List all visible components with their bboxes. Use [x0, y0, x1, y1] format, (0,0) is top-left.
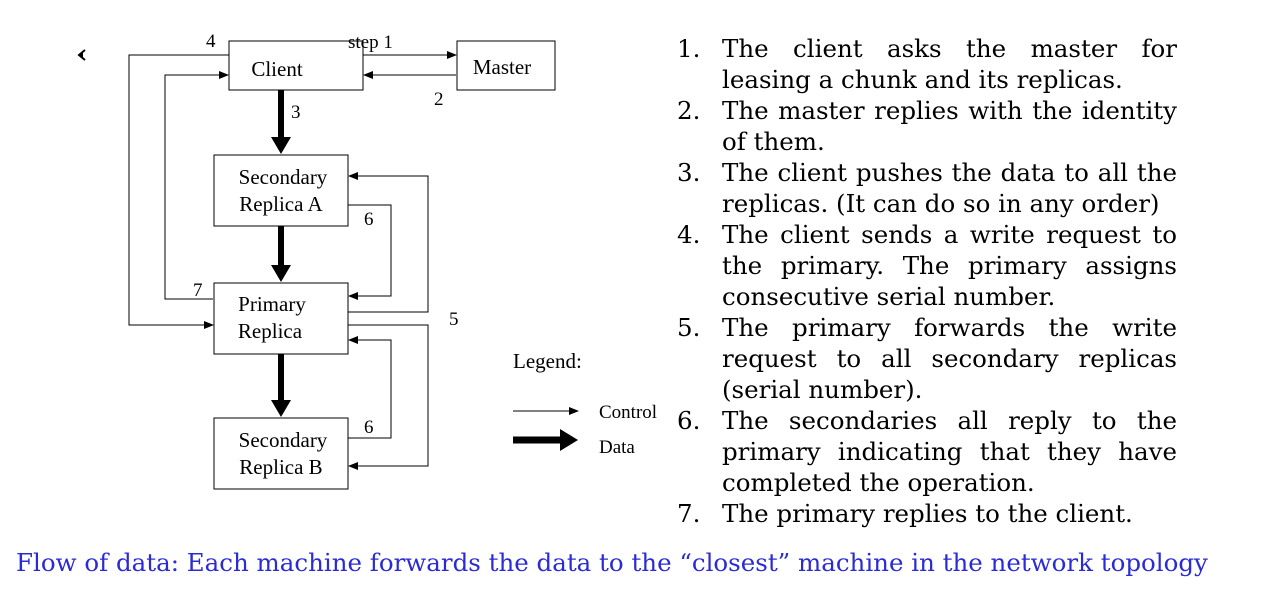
master-label: Master	[473, 55, 531, 79]
step-number: 1.	[677, 34, 701, 63]
gfs-write-flow-diagram: Client Master Secondary Replica A Primar…	[77, 31, 657, 490]
secondary-replica-b-node: Secondary Replica B	[213, 417, 349, 490]
step-number: 5.	[677, 313, 701, 342]
master-node: Master	[456, 40, 556, 91]
step6b-label: 6	[364, 417, 374, 438]
step-item: 5. The primary forwards the write request…	[672, 312, 1177, 405]
step-item: 2. The master replies with the identity o…	[672, 95, 1177, 157]
step3-label: 3	[291, 102, 301, 123]
secondary-a-label-line1: Secondary	[239, 165, 328, 189]
data-arrow-client-to-secondary-a	[271, 90, 291, 154]
primary-replica-node: Primary Replica	[213, 282, 349, 355]
control-arrow-step5	[348, 172, 429, 470]
step-number: 7.	[677, 499, 701, 528]
legend-control-label: Control	[599, 402, 657, 423]
step-number: 6.	[677, 406, 701, 435]
step5-label: 5	[449, 309, 459, 330]
control-arrow-step4	[128, 54, 229, 329]
step-text: The client sends a write request to the …	[722, 220, 1177, 311]
step4-label: 4	[206, 31, 216, 52]
step-text: The primary replies to the client.	[722, 499, 1133, 528]
step-item: 6. The secondaries all reply to the prima…	[672, 405, 1177, 498]
secondary-b-label-line2: Replica B	[239, 455, 322, 479]
secondary-replica-a-node: Secondary Replica A	[213, 154, 349, 227]
step2-label: 2	[434, 89, 444, 110]
client-label: Client	[251, 57, 302, 81]
legend-data-arrow-head	[560, 429, 578, 451]
primary-label-line2: Replica	[238, 319, 303, 343]
step6a-label: 6	[364, 209, 374, 230]
secondary-a-label-line2: Replica A	[239, 192, 323, 216]
primary-label-line1: Primary	[238, 292, 306, 316]
step1-label: step 1	[348, 32, 393, 53]
step-item: 1. The client asks the master for leasing…	[672, 33, 1177, 95]
back-arrow-icon	[77, 49, 86, 61]
legend-title: Legend:	[513, 349, 582, 373]
step-text: The master replies with the identity of …	[722, 96, 1177, 156]
step-number: 3.	[677, 158, 701, 187]
steps-list: 1. The client asks the master for leasing…	[672, 33, 1177, 529]
step-item: 7. The primary replies to the client.	[672, 498, 1177, 529]
step-text: The client pushes the data to all the re…	[722, 158, 1177, 218]
step-text: The secondaries all reply to the primary…	[722, 406, 1177, 497]
step-number: 2.	[677, 96, 701, 125]
client-node: Client	[228, 40, 364, 91]
step-number: 4.	[677, 220, 701, 249]
control-arrow-step6-b	[348, 336, 392, 439]
legend-data-label: Data	[599, 437, 635, 458]
secondary-b-label-line1: Secondary	[239, 428, 328, 452]
control-arrow-step7	[164, 71, 229, 300]
step-item: 3. The client pushes the data to all the …	[672, 157, 1177, 219]
data-arrow-secondary-a-to-primary	[271, 226, 291, 282]
step-item: 4. The client sends a write request to th…	[672, 219, 1177, 312]
step-text: The primary forwards the write request t…	[722, 313, 1177, 404]
control-arrow-step6-a	[348, 204, 392, 300]
data-flow-note: Flow of data: Each machine forwards the …	[16, 548, 1208, 577]
step-text: The client asks the master for leasing a…	[722, 34, 1177, 94]
data-arrow-primary-to-secondary-b	[271, 354, 291, 417]
step7-label: 7	[193, 280, 203, 301]
legend: Legend: Control Data	[513, 349, 657, 458]
